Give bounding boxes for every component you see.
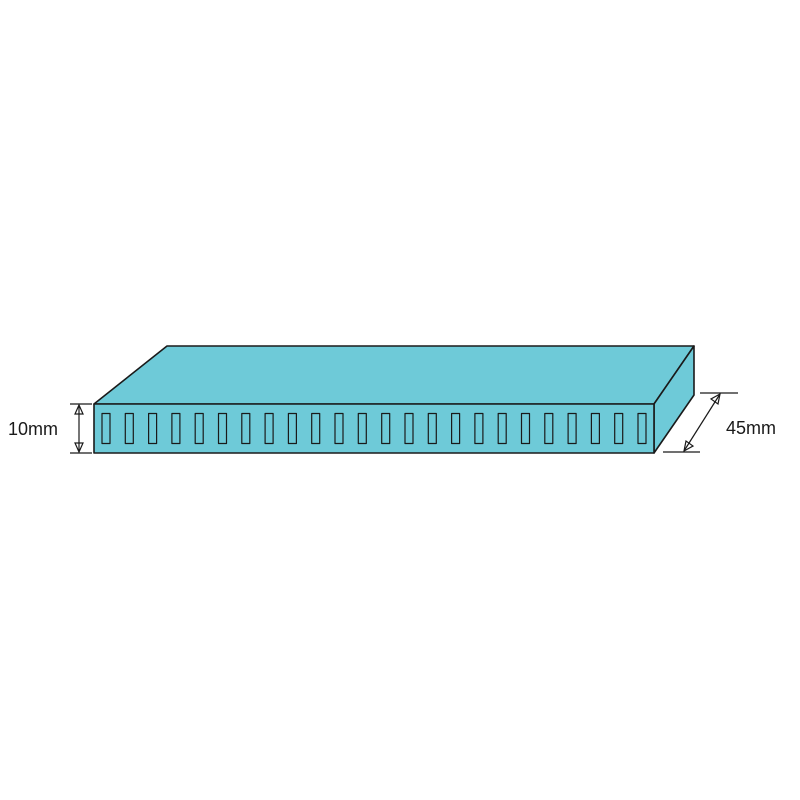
- panel-front-face: [93, 403, 655, 454]
- channel-opening: [637, 412, 647, 445]
- channel-opening: [171, 412, 181, 445]
- channel-opening: [357, 412, 367, 445]
- height-dimension: [70, 403, 92, 454]
- channel-opening: [614, 412, 624, 445]
- depth-dim-line: [683, 393, 721, 452]
- channel-opening: [334, 412, 344, 445]
- channel-opening: [124, 412, 134, 445]
- depth-arrow-bottom: [683, 439, 695, 453]
- channel-opening: [497, 412, 507, 445]
- height-arrow-top: [74, 403, 84, 415]
- height-label: 10mm: [8, 419, 58, 439]
- channel-opening: [590, 412, 601, 445]
- depth-arrow-top: [709, 392, 721, 406]
- channel-opening: [451, 412, 461, 445]
- channel-opening: [404, 412, 414, 445]
- channel-opening: [148, 412, 158, 445]
- channel-opening: [241, 412, 251, 445]
- panel-block: [93, 345, 695, 454]
- channel-opening: [101, 412, 111, 445]
- channel-opening: [264, 412, 274, 445]
- channel-opening: [427, 412, 437, 445]
- channel-opening: [311, 412, 321, 445]
- channel-opening: [194, 412, 204, 445]
- channel-opening: [381, 412, 391, 445]
- depth-label: 45mm: [726, 418, 776, 438]
- channel-opening: [544, 412, 554, 445]
- channel-opening: [567, 412, 577, 445]
- height-arrow-bottom: [74, 442, 84, 454]
- depth-dimension: [663, 392, 738, 453]
- panel-top-face: [93, 345, 695, 405]
- channel-opening: [520, 412, 531, 445]
- channel-opening: [474, 412, 484, 445]
- channel-opening: [217, 412, 228, 445]
- channel-openings: [101, 412, 647, 445]
- channel-opening: [287, 412, 297, 445]
